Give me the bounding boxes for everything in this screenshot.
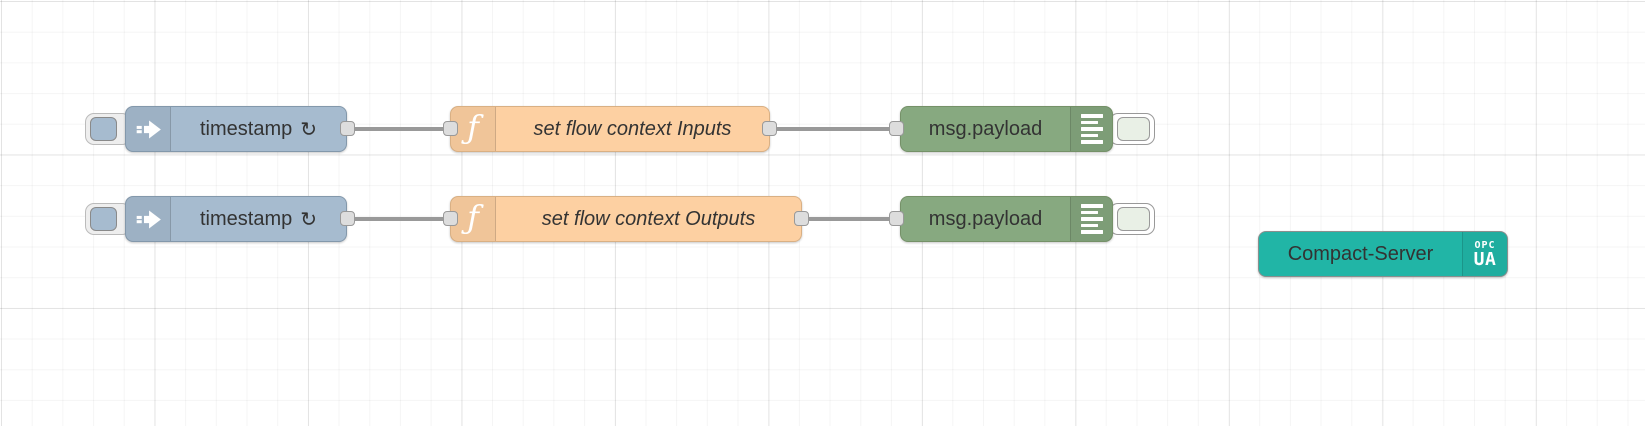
inject-trigger-button[interactable] <box>85 113 131 145</box>
opc-ua-logo-icon: OPC UA <box>1462 232 1507 276</box>
node-label: timestamp↻ <box>199 207 317 231</box>
input-port[interactable] <box>889 121 904 136</box>
debug-toggle-pad <box>1117 207 1150 231</box>
opcua-compact-server-node[interactable]: Compact-Server OPC UA <box>1258 231 1508 277</box>
inject-button-pad <box>90 207 117 231</box>
repeat-interval-icon: ↻ <box>300 118 317 141</box>
node-label: msg.payload <box>928 207 1043 230</box>
inject-button-pad <box>90 117 117 141</box>
node-label: set flow context Inputs <box>533 117 732 140</box>
debug-toggle-button[interactable] <box>1109 203 1155 235</box>
output-port[interactable] <box>340 121 355 136</box>
input-port[interactable] <box>443 121 458 136</box>
inject-arrow-icon <box>126 107 171 151</box>
repeat-interval-icon: ↻ <box>300 208 317 231</box>
debug-list-icon <box>1070 197 1112 241</box>
output-port[interactable] <box>340 211 355 226</box>
function-node-set-flow-context-outputs[interactable]: ƒ set flow context Outputs <box>450 196 802 242</box>
output-port[interactable] <box>762 121 777 136</box>
debug-node-msg-payload-1[interactable]: msg.payload <box>900 106 1113 152</box>
input-port[interactable] <box>889 211 904 226</box>
wire-function2-debug2[interactable] <box>798 217 900 221</box>
node-label: Compact-Server <box>1287 242 1434 265</box>
node-label: set flow context Outputs <box>541 207 756 230</box>
function-icon: ƒ <box>451 107 496 151</box>
inject-node-timestamp-2[interactable]: timestamp↻ <box>125 196 347 242</box>
wire-inject1-function1[interactable] <box>347 127 453 131</box>
node-label: timestamp↻ <box>199 117 317 141</box>
node-label: msg.payload <box>928 117 1043 140</box>
inject-node-timestamp-1[interactable]: timestamp↻ <box>125 106 347 152</box>
function-node-set-flow-context-inputs[interactable]: ƒ set flow context Inputs <box>450 106 770 152</box>
wire-inject2-function2[interactable] <box>347 217 453 221</box>
inject-arrow-icon <box>126 197 171 241</box>
input-port[interactable] <box>443 211 458 226</box>
debug-list-icon <box>1070 107 1112 151</box>
output-port[interactable] <box>794 211 809 226</box>
wire-function1-debug1[interactable] <box>766 127 900 131</box>
debug-toggle-pad <box>1117 117 1150 141</box>
function-icon: ƒ <box>451 197 496 241</box>
debug-node-msg-payload-2[interactable]: msg.payload <box>900 196 1113 242</box>
